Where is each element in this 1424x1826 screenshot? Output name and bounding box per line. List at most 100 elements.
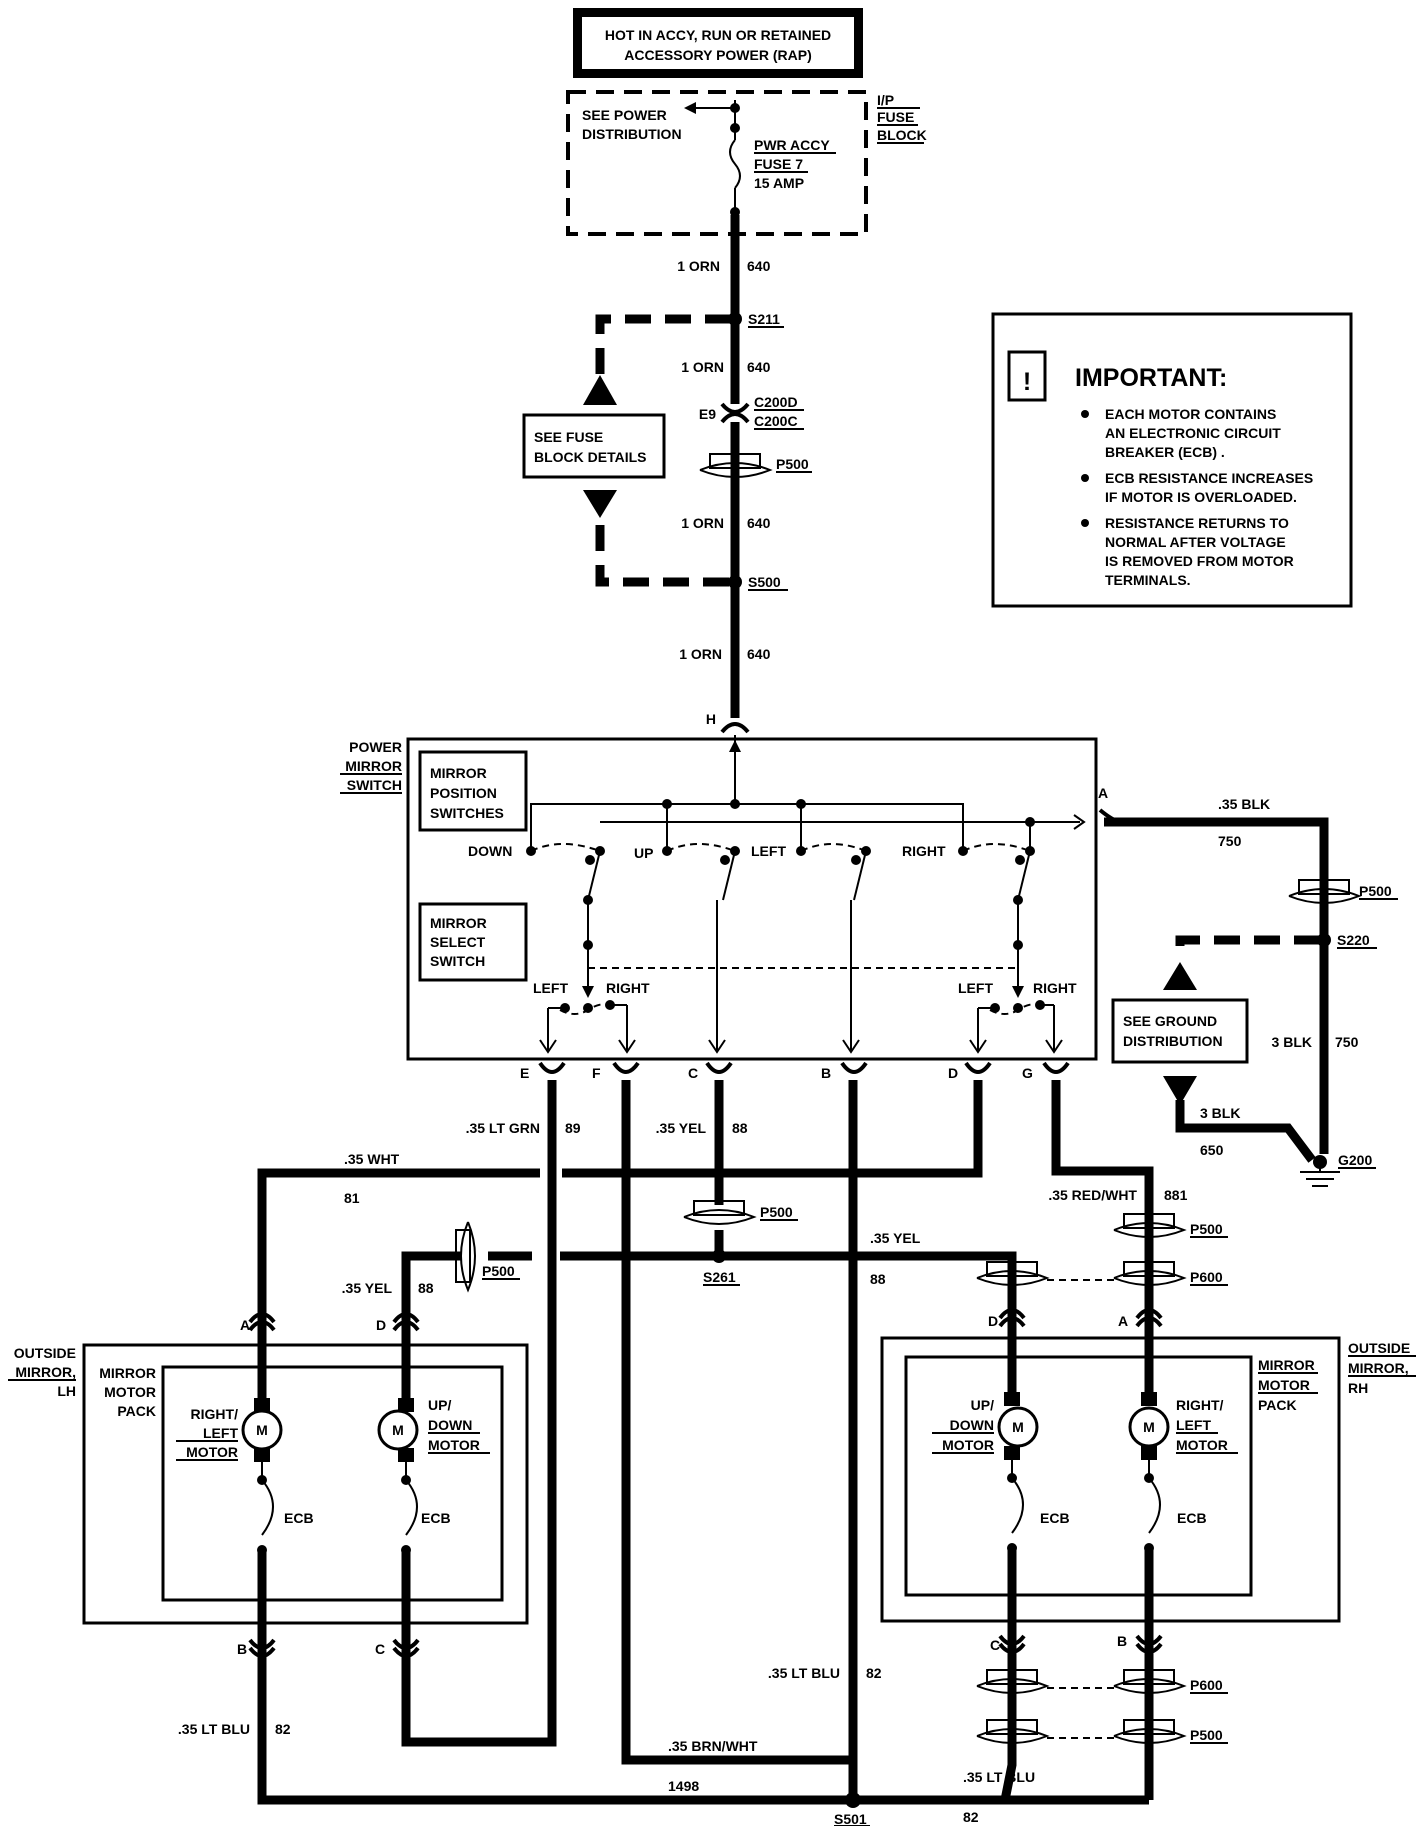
wire-circuit-881: 881 [1164, 1187, 1188, 1203]
pin-h: H [706, 711, 716, 727]
connector-c200d: C200D [754, 394, 798, 410]
rh-motor1-3: MOTOR [942, 1437, 994, 1453]
connector-c200c: C200C [754, 413, 798, 429]
splice-s261: S261 [703, 1269, 736, 1285]
pin-d: D [948, 1065, 958, 1081]
see-ground-line2: DISTRIBUTION [1123, 1033, 1223, 1049]
pin-c: C [688, 1065, 698, 1081]
warning-icon [1007, 350, 1047, 402]
connector-p500-icon [699, 453, 773, 478]
rh-mirror: OUTSIDE MIRROR, RH MIRROR MOTOR PACK D A… [880, 1308, 1416, 1737]
important-b3-l3: IS REMOVED FROM MOTOR [1105, 553, 1294, 569]
lh-motor2-2: DOWN [428, 1417, 472, 1433]
rh-pin-d: D [988, 1313, 998, 1329]
connector-p500-main: P500 [776, 456, 809, 472]
lh-motor1-2: LEFT [203, 1425, 238, 1441]
fuse-block-label-2: FUSE [877, 109, 914, 125]
select-box-1: MIRROR [430, 915, 487, 931]
wire-label-orn-1: 1 ORN [677, 258, 720, 274]
fuse-block-label-3: BLOCK [877, 127, 927, 143]
rh-label-3: RH [1348, 1380, 1368, 1396]
connector-p600-icon [976, 1261, 1187, 1286]
wire-circuit-82-2: 82 [275, 1721, 291, 1737]
wire-label-brnwht: .35 BRN/WHT [668, 1738, 758, 1754]
see-fuse-line2: BLOCK DETAILS [534, 449, 647, 465]
select-right-rh: RIGHT [1033, 980, 1077, 996]
pos-left: LEFT [751, 843, 786, 859]
arrow-right-icon [1073, 814, 1086, 830]
wire-circuit-1498: 1498 [668, 1778, 699, 1794]
switch-label-2: MIRROR [345, 758, 402, 774]
wire-circuit-82-3: 82 [963, 1809, 979, 1825]
power-mirror-switch: POWER MIRROR SWITCH MIRROR POSITION SWIT… [340, 735, 1098, 1061]
connector-p500-rh-bottom: P500 [1190, 1727, 1223, 1743]
see-power-line2: DISTRIBUTION [582, 126, 682, 142]
rh-label-2: MIRROR, [1348, 1360, 1409, 1376]
lh-pin-d: D [376, 1317, 386, 1333]
important-b1-l2: AN ELECTRONIC CIRCUIT [1105, 425, 1281, 441]
rh-motor2-1: RIGHT/ [1176, 1397, 1224, 1413]
rh-motor2-2: LEFT [1176, 1417, 1211, 1433]
rh-pin-a: A [1118, 1313, 1128, 1329]
fuse-icon [729, 139, 741, 189]
ground-circuit: .35 BLK 750 P500 S220 3 BLK 750 SEE GROU… [1098, 796, 1398, 1187]
position-box-3: SWITCHES [430, 805, 504, 821]
fuse-block: I/P FUSE BLOCK SEE POWER DISTRIBUTION PW… [566, 90, 927, 236]
rh-pin-c: C [990, 1637, 1000, 1653]
wire-circuit-750-1: 750 [1218, 833, 1242, 849]
splice-s211: S211 [748, 311, 780, 327]
position-box-2: POSITION [430, 785, 497, 801]
see-fuse-line1: SEE FUSE [534, 429, 603, 445]
wire-circuit-82-1: 82 [866, 1665, 882, 1681]
rh-ecb-2: ECB [1177, 1510, 1207, 1526]
arrow-up-icon [1163, 962, 1197, 990]
lower-wiring: .35 LT GRN 89 .35 BRN/WHT 1498 .35 YEL 8… [178, 1080, 1188, 1826]
lh-motor1-3: MOTOR [186, 1444, 238, 1460]
lh-label-1: OUTSIDE [14, 1345, 76, 1361]
wire-label-ltgrn: .35 LT GRN [466, 1120, 540, 1136]
wire-label-ltblu-3: .35 LT BLU [963, 1769, 1035, 1785]
lh-label-3: LH [57, 1383, 76, 1399]
connector-p500-rh-top: P500 [1190, 1221, 1223, 1237]
wire-circuit-750-2: 750 [1335, 1034, 1359, 1050]
warning-icon-glyph: ! [1023, 368, 1031, 396]
wire-label-yel-1: .35 YEL [656, 1120, 707, 1136]
wire-circuit-81: 81 [344, 1190, 360, 1206]
wire-label-wht: .35 WHT [344, 1151, 400, 1167]
lh-ecb-1: ECB [284, 1510, 314, 1526]
see-power-line1: SEE POWER [582, 107, 667, 123]
important-b1-l1: EACH MOTOR CONTAINS [1105, 406, 1276, 422]
lh-pin-c: C [375, 1641, 385, 1657]
fuse-line2: FUSE 7 [754, 156, 803, 172]
pin-e: E [520, 1065, 529, 1081]
connector-p500-icon [1113, 1213, 1187, 1238]
connector-p600-rh-top: P600 [1190, 1269, 1223, 1285]
ground-g200: G200 [1338, 1152, 1372, 1168]
pin-g: G [1022, 1065, 1033, 1081]
rh-ecb-1: ECB [1040, 1510, 1070, 1526]
wire-label-yel-3: .35 YEL [342, 1280, 393, 1296]
connector-p500-ground: P500 [1359, 883, 1392, 899]
wire-circuit-89: 89 [565, 1120, 581, 1136]
connector-p500-icon [683, 1200, 757, 1225]
splice-s220: S220 [1337, 932, 1370, 948]
lh-label-2: MIRROR, [15, 1364, 76, 1380]
rh-motor2-3: MOTOR [1176, 1437, 1228, 1453]
lh-pin-b: B [237, 1641, 247, 1657]
important-title: IMPORTANT: [1075, 364, 1227, 392]
wire-label-ltblu-1: .35 LT BLU [768, 1665, 840, 1681]
rh-pack-3: PACK [1258, 1397, 1297, 1413]
important-b2-l2: IF MOTOR IS OVERLOADED. [1105, 489, 1297, 505]
important-b1-l3: BREAKER (ECB) . [1105, 444, 1225, 460]
lh-motor2-1: UP/ [428, 1397, 451, 1413]
wire-label-orn-4: 1 ORN [679, 646, 722, 662]
lh-motor2-3: MOTOR [428, 1437, 480, 1453]
important-b3-l1: RESISTANCE RETURNS TO [1105, 515, 1289, 531]
lh-pin-a: A [240, 1317, 250, 1333]
wire-label-3blk-2: 3 BLK [1200, 1105, 1240, 1121]
arrow-up-icon [583, 375, 617, 405]
header-line1: HOT IN ACCY, RUN OR RETAINED [605, 27, 831, 43]
lh-pack-1: MIRROR [99, 1365, 156, 1381]
rh-label-1: OUTSIDE [1348, 1340, 1410, 1356]
